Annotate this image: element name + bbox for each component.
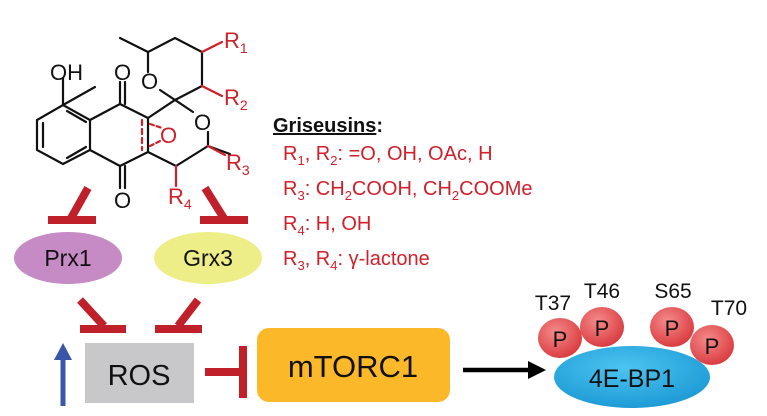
prx1-label: Prx1 [44, 245, 91, 271]
phosphosite-s65: P S65 [650, 280, 694, 347]
prx1-node[interactable]: Prx1 [14, 232, 122, 284]
pyran-ring-lower [146, 98, 232, 188]
ros-increase-arrow [54, 343, 72, 406]
inhibition-arrow-grx3-ros [155, 297, 202, 333]
4ebp1-node[interactable]: 4E-BP1 [554, 346, 710, 408]
4ebp1-ellipse [554, 346, 710, 408]
legend-row: R3, R4: γ-lactone [283, 248, 430, 273]
4ebp1-label: 4E-BP1 [589, 365, 675, 393]
pyran-ring-upper [118, 36, 224, 102]
ketone-oxygen-bottom: O [114, 188, 131, 213]
site-label: T37 [535, 292, 571, 315]
legend-title-text: Griseusins [273, 115, 377, 137]
phosphosite-t37: P T37 [535, 292, 582, 358]
griseusin-structure: OH O O O O O R1 R2 R3 R4 [35, 28, 250, 213]
activation-arrow-mtorc1-4ebp1 [463, 361, 546, 379]
grx3-node[interactable]: Grx3 [154, 232, 262, 284]
epoxide-oxygen: O [160, 123, 177, 148]
legend-row: R4: H, OH [283, 213, 372, 238]
griseusins-legend: Griseusins: R1, R2: =O, OH, OAc, H R3: C… [273, 112, 533, 280]
site-label: T70 [711, 297, 747, 320]
legend-title: Griseusins: [273, 112, 533, 140]
phosphosite-t46: P T46 [580, 280, 624, 347]
legend-row: R3: CH2COOH, CH2COOMe [283, 178, 533, 203]
substituent-r2: R2 [224, 85, 248, 113]
mtorc1-node[interactable]: mTORC1 [257, 328, 450, 402]
legend-row: R1, R2: =O, OH, OAc, H [283, 143, 493, 168]
benzene-ring [35, 76, 97, 166]
phosphate-label: P [705, 334, 720, 359]
prx1-ellipse [14, 232, 122, 284]
ketone-oxygen-top: O [114, 60, 131, 85]
site-label: S65 [654, 280, 691, 303]
inhibition-arrow-prx1-ros [77, 297, 126, 333]
ros-node[interactable]: ROS [85, 343, 194, 403]
phosphate-circle [580, 307, 624, 347]
phosphate-circle [538, 318, 582, 358]
inhibition-arrow-ros-mtorc1 [205, 346, 247, 398]
phosphate-label: P [553, 327, 568, 352]
phosphate-label: P [665, 316, 680, 341]
inhibition-arrow-griseusin-grx3 [200, 185, 248, 224]
substituent-r1: R1 [224, 28, 248, 56]
ring-oxygen-lower: O [194, 110, 211, 135]
site-label: T46 [584, 280, 620, 303]
quinone-ring [88, 80, 150, 190]
ros-label: ROS [108, 360, 171, 392]
phosphate-circle [690, 325, 734, 365]
mtorc1-box [257, 328, 450, 402]
ros-box [85, 343, 194, 403]
legend-title-colon: : [376, 115, 384, 137]
phosphate-label: P [595, 316, 610, 341]
hydroxyl-label: OH [50, 60, 83, 85]
substituent-r4: R4 [168, 184, 192, 212]
grx3-ellipse [154, 232, 262, 284]
substituent-r3: R3 [226, 150, 250, 178]
phosphate-circle [650, 307, 694, 347]
ring-oxygen-upper: O [141, 69, 158, 94]
mtorc1-label: mTORC1 [288, 349, 418, 384]
grx3-label: Grx3 [183, 245, 233, 271]
inhibition-arrow-griseusin-prx1 [48, 186, 96, 224]
phosphosite-t70: P T70 [690, 297, 747, 365]
